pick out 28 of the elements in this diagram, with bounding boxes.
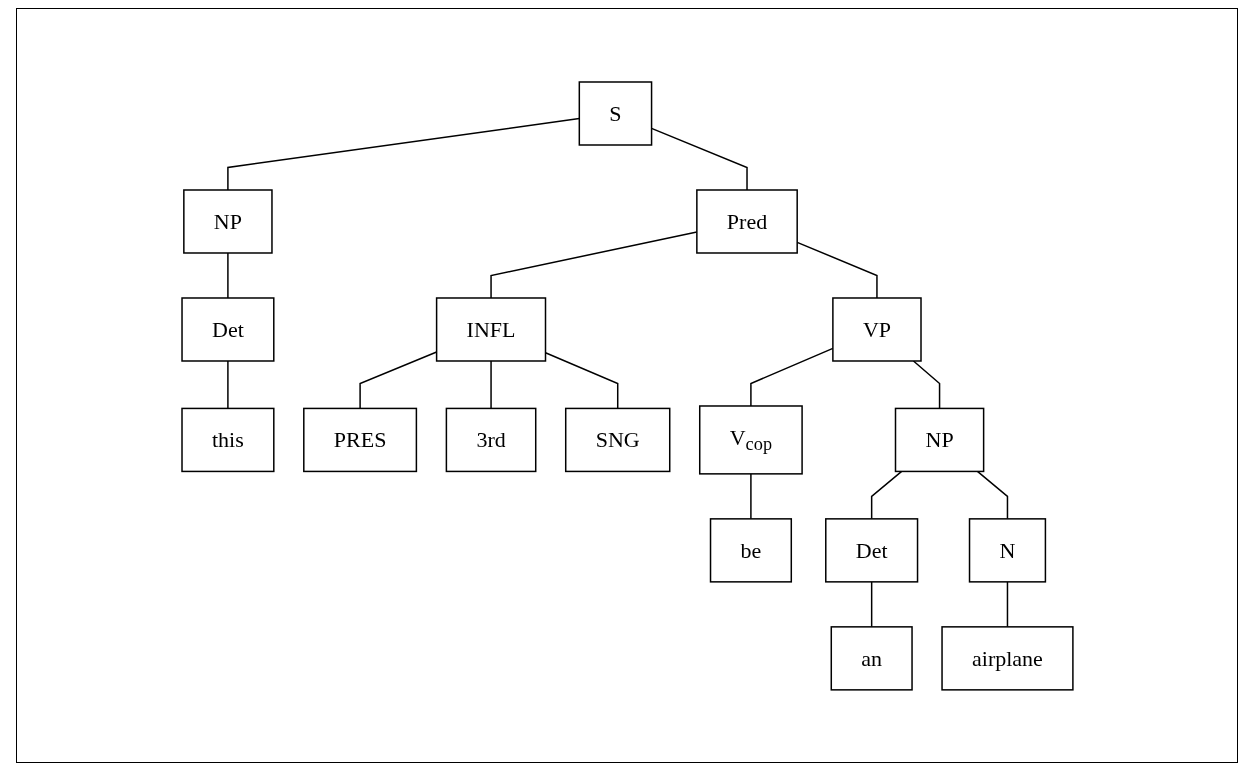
node-box: SNG [564,407,671,472]
connector [749,472,752,520]
node-box: N [968,517,1046,583]
node-box: be [709,517,792,583]
connector [870,470,902,520]
node-box: PRES [302,407,417,472]
connector [796,241,878,299]
connector [489,359,492,409]
connector [226,251,229,299]
node-box: this [180,407,275,472]
connector [976,470,1008,520]
connector [870,580,872,628]
connector [1006,580,1008,628]
node-box: S [578,80,652,146]
node-box: NP [894,407,984,472]
node-box: Det [824,517,918,583]
node-box: NP [182,188,273,254]
connector [912,359,940,409]
connector [358,350,437,409]
node-box: INFL [435,296,546,362]
node-box: Det [180,296,275,362]
node-box: Pred [695,188,798,254]
node-box: an [830,625,913,691]
connector [226,359,229,409]
node-box: VP [831,296,922,362]
node-box: 3rd [445,407,536,472]
node-box: V$_{cop}$ [698,404,803,475]
node-box: airplane [940,625,1074,691]
